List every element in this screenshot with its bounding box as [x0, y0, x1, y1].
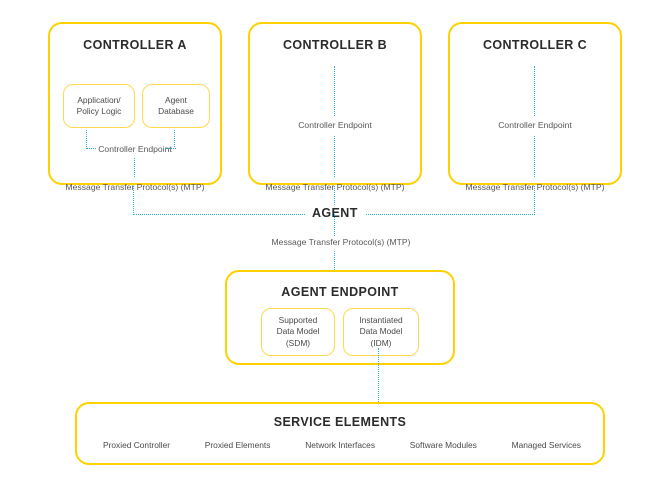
connector-agent-bus-to-mtp — [334, 214, 335, 236]
connector-agent-endpoint-to-service-elements — [378, 348, 379, 404]
connector-title-to-endpoint-c — [534, 66, 535, 116]
controller-a-endpoint-label: Controller Endpoint — [98, 144, 172, 154]
connector-title-to-endpoint-b — [334, 66, 335, 116]
service-element-item: Managed Services — [511, 440, 581, 450]
controller-a-box: CONTROLLER A Application/ Policy Logic A… — [48, 22, 222, 192]
instantiated-data-model-box: Instantiated Data Model (IDM) — [343, 308, 419, 356]
agent-database-box: Agent Database — [142, 84, 210, 128]
service-elements-item-row: Proxied Controller Proxied Elements Netw… — [103, 440, 581, 450]
controller-a-mtp-label: Message Transfer Protocol(s) (MTP) — [65, 182, 205, 192]
application-policy-logic-label: Application/ Policy Logic — [76, 94, 122, 116]
connector-controller-b-to-agent-bus — [334, 186, 335, 215]
agent-database-label: Agent Database — [158, 94, 194, 116]
controller-b-endpoint-label: Controller Endpoint — [298, 120, 372, 130]
controller-b-title: CONTROLLER B — [282, 38, 388, 52]
agent-mtp-label: Message Transfer Protocol(s) (MTP) — [253, 237, 429, 247]
service-element-item: Network Interfaces — [305, 440, 376, 450]
supported-data-model-box: Supported Data Model (SDM) — [261, 308, 335, 356]
connector-agent-mtp-to-agent-endpoint — [334, 251, 335, 272]
controller-a-title: CONTROLLER A — [83, 38, 187, 52]
connector-endpoint-right-tick — [166, 148, 176, 149]
instantiated-data-model-label: Instantiated Data Model (IDM) — [359, 315, 403, 348]
connector-endpoint-to-mtp-a — [134, 158, 135, 177]
service-elements-box: SERVICE ELEMENTS Proxied Controller Prox… — [75, 402, 605, 465]
connector-app-logic-to-endpoint — [86, 130, 87, 147]
service-element-item: Software Modules — [409, 440, 477, 450]
connector-controller-a-to-agent-bus — [133, 186, 134, 215]
connector-agent-db-to-endpoint — [174, 130, 175, 147]
controller-b-mtp-label: Message Transfer Protocol(s) (MTP) — [265, 182, 405, 192]
controller-c-mtp-label: Message Transfer Protocol(s) (MTP) — [465, 182, 605, 192]
agent-endpoint-title: AGENT ENDPOINT — [281, 285, 399, 299]
application-policy-logic-box: Application/ Policy Logic — [63, 84, 135, 128]
agent-label: AGENT — [305, 206, 365, 220]
agent-endpoint-box: AGENT ENDPOINT Supported Data Model (SDM… — [225, 270, 455, 365]
supported-data-model-label: Supported Data Model (SDM) — [276, 315, 320, 348]
controller-c-endpoint-label: Controller Endpoint — [498, 120, 572, 130]
connector-endpoint-left-tick — [86, 148, 96, 149]
service-elements-title: SERVICE ELEMENTS — [273, 415, 407, 429]
connector-controller-c-to-agent-bus — [534, 186, 535, 215]
connector-endpoint-to-mtp-c — [534, 136, 535, 177]
controller-b-box: CONTROLLER B Controller Endpoint Message… — [248, 22, 422, 192]
controller-c-title: CONTROLLER C — [482, 38, 588, 52]
connector-endpoint-to-mtp-b — [334, 136, 335, 177]
controller-c-box: CONTROLLER C Controller Endpoint Message… — [448, 22, 622, 192]
service-element-item: Proxied Elements — [204, 440, 271, 450]
service-element-item: Proxied Controller — [103, 440, 171, 450]
